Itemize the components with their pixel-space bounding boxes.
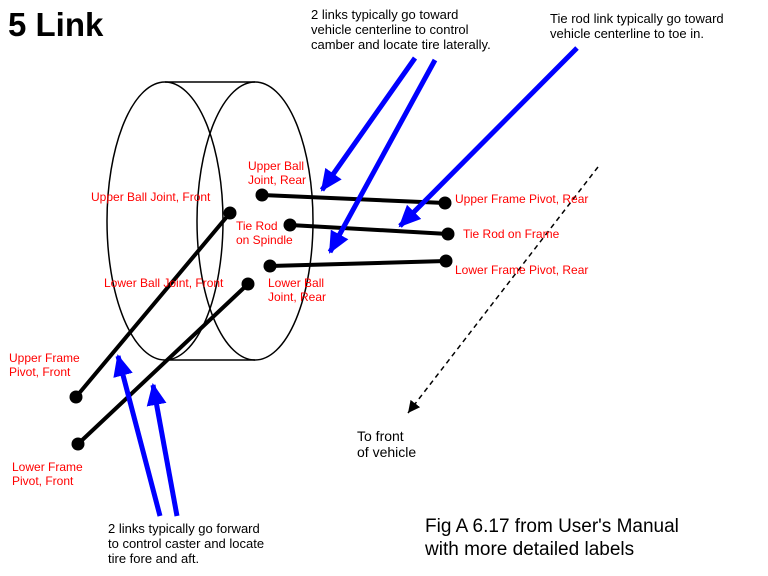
joint-lower-frame-pivot-front (71, 437, 85, 451)
note-front-of-vehicle: To front of vehicle (357, 428, 417, 461)
arrow-tie-rod (398, 46, 579, 228)
tie-rod-link (288, 223, 450, 236)
figure-caption: Fig A 6.17 from User's Manual with more … (425, 516, 679, 560)
label-upper-frame-pivot-front: Upper Frame Pivot, Front (9, 351, 80, 380)
lower-front-link (76, 282, 250, 446)
blue-arrows (113, 46, 579, 517)
arrow-caster-1 (113, 354, 163, 517)
label-lower-ball-joint-front: Lower Ball Joint, Front (104, 276, 224, 290)
front-direction-arrow (407, 166, 599, 414)
joint-lower-ball-front (241, 277, 255, 291)
joint-tie-rod-frame (441, 227, 455, 241)
lower-rear-link (268, 259, 448, 268)
label-tie-rod-on-spindle: Tie Rod on Spindle (236, 219, 293, 248)
note-caster: 2 links typically go forward to control … (108, 521, 265, 566)
label-upper-ball-joint-front: Upper Ball Joint, Front (91, 190, 211, 204)
joint-lower-ball-rear (263, 259, 277, 273)
label-lower-ball-joint-rear: Lower Ball Joint, Rear (268, 276, 327, 305)
joint-tie-rod-spindle (283, 218, 297, 232)
tire-inner-face (106, 81, 224, 361)
label-tie-rod-on-frame: Tie Rod on Frame (463, 227, 560, 241)
label-upper-ball-joint-rear: Upper Ball Joint, Rear (248, 159, 307, 188)
joints (69, 188, 455, 451)
joint-upper-ball-front (223, 206, 237, 220)
label-lower-frame-pivot-rear: Lower Frame Pivot, Rear (455, 263, 589, 277)
note-camber: 2 links typically go toward vehicle cent… (311, 7, 491, 52)
note-tie-rod: Tie rod link typically go toward vehicle… (550, 11, 724, 41)
upper-rear-link (260, 193, 447, 205)
joint-upper-frame-pivot-rear (438, 196, 452, 210)
diagram-title: 5 Link (8, 6, 104, 43)
rear-links (260, 193, 450, 268)
arrow-caster-2 (146, 383, 180, 517)
joint-lower-frame-pivot-rear (439, 254, 453, 268)
label-upper-frame-pivot-rear: Upper Frame Pivot, Rear (455, 192, 589, 206)
arrow-camber-1 (319, 56, 418, 192)
label-lower-frame-pivot-front: Lower Frame Pivot, Front (12, 460, 83, 489)
joint-upper-frame-pivot-front (69, 390, 83, 404)
upper-front-link (74, 211, 232, 399)
front-links (74, 211, 250, 446)
arrow-camber-2 (327, 58, 438, 254)
joint-upper-ball-rear (255, 188, 269, 202)
